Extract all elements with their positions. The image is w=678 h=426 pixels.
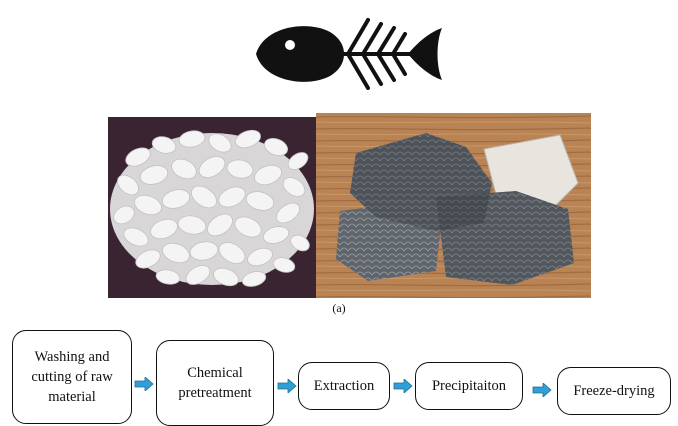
fish-skeleton-icon [256, 18, 442, 90]
right-arrow-icon [532, 383, 552, 397]
step-label: Washing and cutting of raw material [31, 349, 113, 405]
step-label: Chemical pretreatment [178, 365, 252, 401]
right-arrow-icon [277, 379, 297, 393]
step-label: Precipitaiton [431, 378, 507, 394]
step-freeze-drying: Freeze-drying [557, 367, 671, 415]
step-chemical-pretreatment: Chemical pretreatment [156, 340, 274, 426]
right-arrow-icon [393, 379, 413, 393]
step-label: Extraction [313, 378, 375, 394]
step-extraction: Extraction [298, 362, 390, 410]
step-precipitation: Precipitaiton [415, 362, 523, 410]
right-arrow-icon [134, 377, 154, 391]
fish-skin-photo [316, 113, 591, 298]
step-washing-cutting: Washing and cutting of raw material [12, 330, 132, 424]
figure-caption: (a) [332, 301, 346, 315]
fish-scales-photo [108, 117, 316, 298]
step-label: Freeze-drying [573, 383, 655, 399]
